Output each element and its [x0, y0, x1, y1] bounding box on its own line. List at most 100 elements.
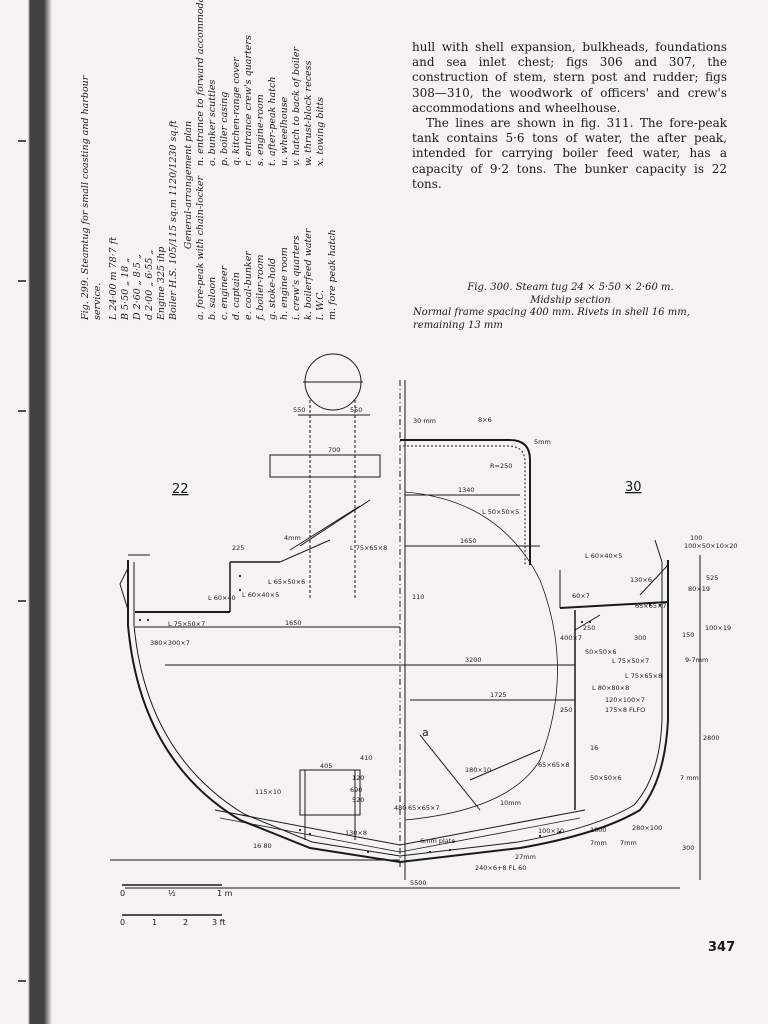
profile-label: 180×10 [465, 766, 491, 774]
profile-label: 115×10 [255, 788, 281, 796]
dim-label: 5500 [410, 879, 427, 887]
fig300-subtitle: Midship section [530, 294, 611, 306]
profile-label: R=250 [490, 462, 512, 470]
legend-item: u. wheelhouse [279, 96, 290, 166]
profile-label: 400×7 [560, 634, 582, 642]
profile-label: L 75×50×7 [168, 620, 205, 628]
dim-label: 4mm [284, 534, 301, 542]
legend-item: r. entrance crew's quarters [243, 35, 254, 166]
dim-label: 7 mm [680, 774, 699, 782]
dim-line: D 2·60 „ 8·5 „ [132, 254, 143, 320]
profile-label: 280×100 [632, 824, 662, 832]
frame-label-left: 22 [172, 482, 189, 497]
dim-label: 550 [293, 406, 305, 414]
profile-label: L 50×50×5 [482, 508, 519, 516]
profile-label: L 75×65×8 [350, 544, 387, 552]
profile-label: 100×19 [705, 624, 731, 632]
profile-label: 175×8 FLFO [605, 706, 645, 714]
profile-label: 80×19 [688, 585, 710, 593]
dim-line: Boiler H.S. 105/115 sq.m 1120/1230 sq.ft [168, 120, 179, 320]
page-number: 347 [708, 940, 736, 955]
profile-label: 9-7mm [685, 656, 708, 664]
fig300-note: Normal frame spacing 400 mm. Rivets in s… [413, 307, 690, 331]
profile-label: L 65×50×6 [268, 578, 305, 586]
profile-label: 300 [634, 634, 646, 642]
legend-item: v. hatch to back of boiler [291, 46, 302, 166]
label-a: a [422, 726, 429, 739]
dim-label: 410 [360, 754, 372, 762]
dim-label: 225 [232, 544, 244, 552]
profile-label: 50×50×6 [590, 774, 622, 782]
dim-label: 690 [350, 786, 362, 794]
profile-label: 120×100×7 [605, 696, 645, 704]
plan-legend-left: a. fore-peak with chain-locker b. saloon… [195, 176, 339, 320]
legend-item: n. entrance to forward accommodation [195, 0, 206, 166]
dim-label: 405 [320, 762, 332, 770]
profile-label: 250 [583, 624, 595, 632]
legend-item: a. fore-peak with chain-locker [195, 175, 206, 320]
profile-label: 65×65×7 [635, 602, 667, 610]
dim-line: Engine 325 ihp [156, 246, 167, 320]
legend-item: f. boiler-room [255, 254, 266, 320]
legend-item: p. boiler casing [219, 91, 230, 166]
profile-label: 8×6 [478, 416, 492, 424]
scale-label: 1 m [217, 889, 233, 898]
profile-label: L 75×50×7 [612, 657, 649, 665]
profile-label: 50×50×6 [585, 648, 617, 656]
profile-label: 65×65×8 [538, 761, 570, 769]
dim-label: 100 [690, 534, 702, 542]
dim-label: 700 [328, 446, 340, 454]
profile-label: 65×65×7 [408, 804, 440, 812]
legend-item: w. thrust-block recess [303, 60, 314, 166]
profile-label: 240×6+8 FL 60 [475, 864, 526, 872]
dim-label: 10mm [500, 799, 521, 807]
profile-label: 100×50×10×20 [684, 542, 738, 550]
dim-label: 2800 [703, 734, 720, 742]
scale-label: 0 [120, 889, 125, 898]
dim-label: 5mm [534, 438, 551, 446]
profile-label: 130×8 [345, 829, 367, 837]
legend-item: l. W.C. [315, 289, 326, 320]
principal-dimensions: L 24·00 m 78·7 ft B 5·50 „ 18 „ D 2·60 „… [108, 120, 180, 320]
profile-label: 27mm [515, 853, 536, 861]
dim-label: 550 [350, 406, 362, 414]
midship-section-drawing: 22 30 a 550 550 700 1340 1650 1650 3200 … [110, 353, 738, 927]
legend-item: s. engine-room [255, 94, 266, 166]
legend-item: b. saloon [207, 276, 218, 320]
legend-item: m. fore peak hatch [327, 229, 338, 320]
plan-title: General-arrangement plan [183, 120, 194, 250]
dim-label: 3200 [465, 656, 482, 664]
dim-label: 110 [412, 593, 424, 601]
dim-label: 520 [352, 796, 364, 804]
legend-item: k. boilerfeed water [303, 228, 314, 320]
legend-item: i. crew's quarters [291, 235, 302, 320]
profile-label: L 60×40×5 [242, 591, 279, 599]
dim-line: B 5·50 „ 18 „ [120, 257, 131, 320]
dim-label: 525 [706, 574, 718, 582]
profile-label: 100×10 [538, 827, 564, 835]
dim-label: 1340 [458, 486, 475, 494]
plan-legend-right: n. entrance to forward accommodation o. … [195, 0, 339, 166]
dim-label: 300 [682, 844, 694, 852]
fig300-title: Fig. 300. Steam tug 24 × 5·50 × 2·60 m. [467, 282, 674, 293]
paragraph: The lines are shown in fig. 311. The for… [412, 116, 727, 191]
dim-label: 150 [682, 631, 694, 639]
scale-label: 0 [120, 918, 125, 927]
dim-label: 1650 [285, 619, 302, 627]
dim-line: L 24·00 m 78·7 ft [108, 236, 119, 320]
hull-shell-right [399, 560, 669, 863]
page-binding-shadow [0, 0, 60, 1024]
fig300-caption: Fig. 300. Steam tug 24 × 5·50 × 2·60 m. … [413, 282, 728, 332]
legend-item: d. captain [231, 272, 242, 320]
dim-label: 7mm [620, 839, 637, 847]
profile-label: L 60×40 [208, 594, 236, 602]
profile-label: L 60×40×5 [585, 552, 622, 560]
profile-label: 60×7 [572, 592, 590, 600]
dim-line: d 2·00 „ 6·55 „ [144, 249, 155, 320]
profile-label: L 75×65×8 [625, 672, 662, 680]
scale-label: 3 ft [212, 918, 225, 927]
dim-label: 480 [394, 804, 406, 812]
dim-label: 1650 [460, 537, 477, 545]
hull-shell-left [127, 560, 401, 863]
legend-item: q. kitchen-range cover [231, 57, 242, 166]
